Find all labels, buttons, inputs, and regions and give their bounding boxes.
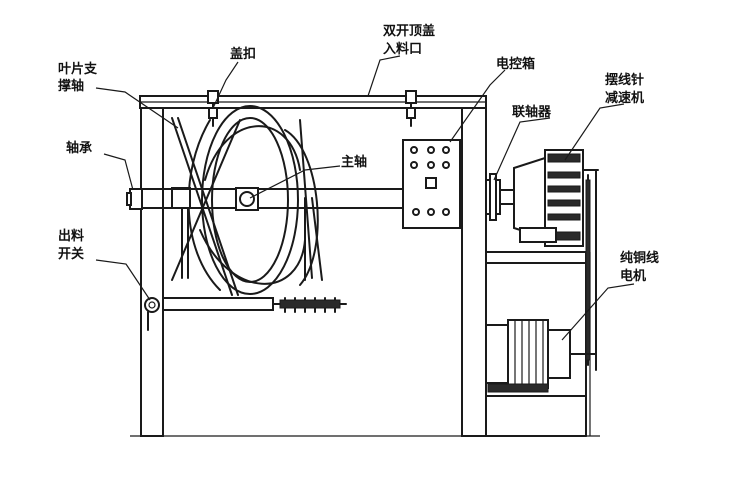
label-control-box: 电控箱 (496, 56, 535, 72)
control-box (402, 139, 461, 229)
label-outlet-switch-1: 出料 (58, 228, 84, 244)
label-motor-2: 电机 (620, 268, 646, 284)
outlet-switch (144, 297, 160, 331)
label-blade-support-1: 叶片支 (58, 61, 98, 77)
label-top-inlet-1: 双开顶盖 (383, 23, 435, 39)
copper-motor (485, 319, 597, 393)
label-coupling: 联轴器 (512, 104, 552, 120)
label-blade-support-2: 撑轴 (58, 78, 84, 94)
bearing (126, 188, 143, 210)
coupling (485, 173, 515, 221)
discharge-trough (162, 297, 347, 313)
label-lid-clasp: 盖扣 (230, 46, 256, 62)
label-bearing: 轴承 (66, 140, 92, 156)
labels: 叶片支 撑轴 盖扣 双开顶盖 入料口 电控箱 轴承 主轴 联轴器 摆线针 减速机… (58, 23, 659, 284)
label-main-shaft: 主轴 (341, 154, 367, 170)
label-reducer-2: 减速机 (605, 90, 644, 106)
label-outlet-switch-2: 开关 (58, 246, 84, 262)
ribbon-blades (171, 105, 323, 296)
leader-lines (95, 55, 635, 341)
label-top-inlet-2: 入料口 (383, 41, 422, 57)
cycloidal-reducer (513, 149, 599, 371)
label-reducer-1: 摆线针 (605, 72, 644, 88)
label-motor-1: 纯铜线 (620, 250, 659, 266)
lid-clasp-right (405, 90, 417, 127)
